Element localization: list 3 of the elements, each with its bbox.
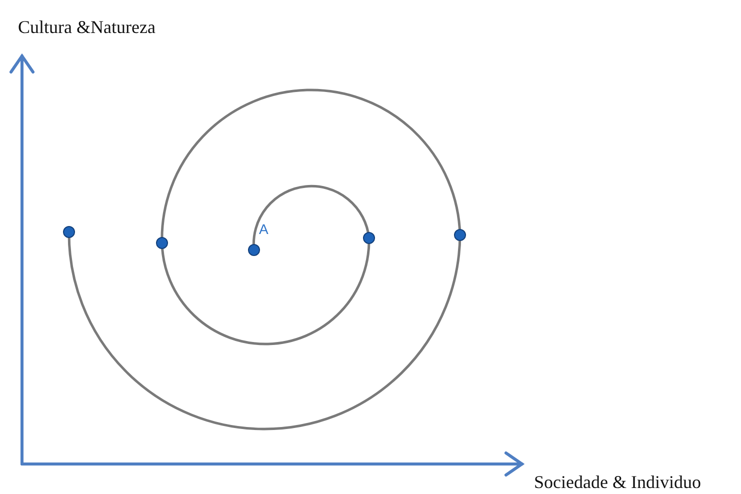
axis-label: Sociedade & Individuo bbox=[534, 472, 701, 493]
point-label: A bbox=[259, 221, 268, 237]
axis-label: Cultura &Natureza bbox=[18, 17, 156, 38]
